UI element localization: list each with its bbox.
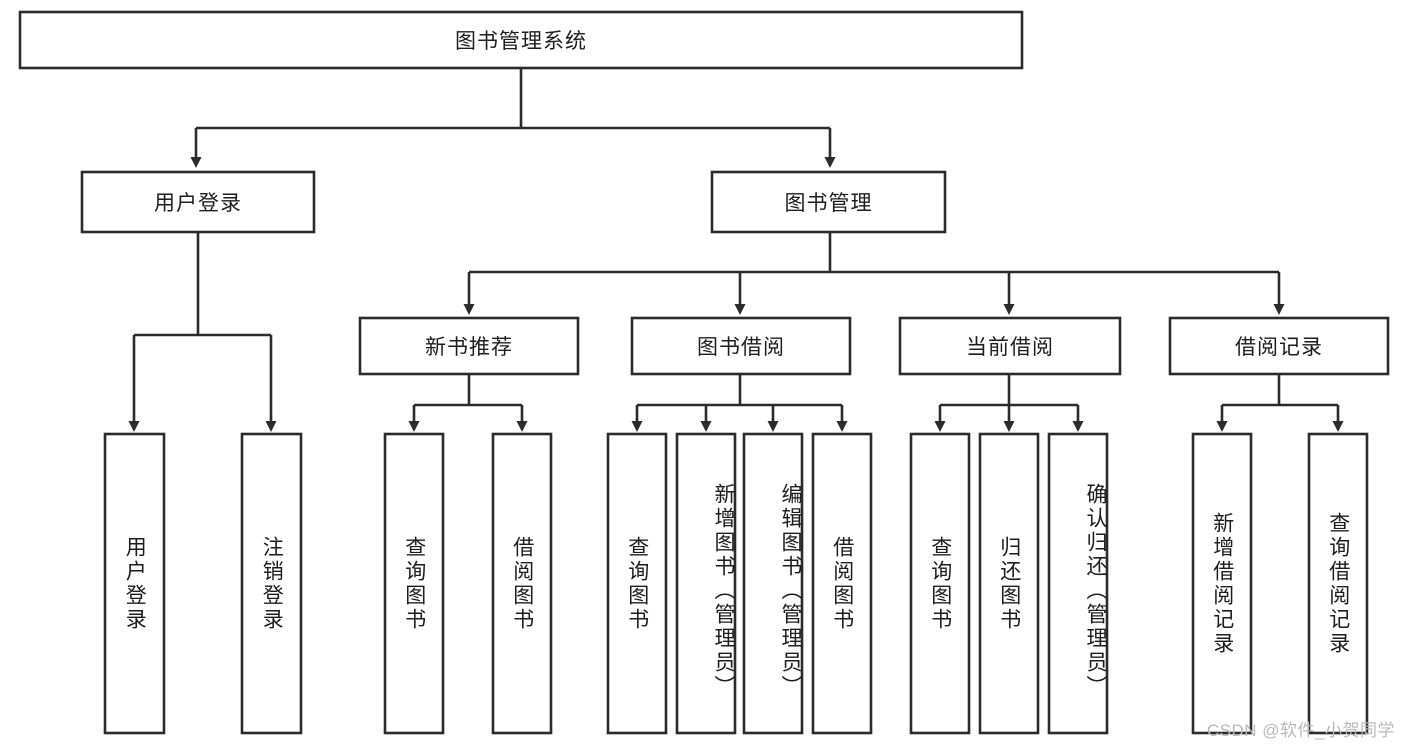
leaf-box-current-borrow-2[interactable] <box>1047 432 1109 735</box>
leaf-box-new-book-1[interactable] <box>491 432 553 735</box>
node-box-book-manage[interactable] <box>710 170 947 234</box>
leaf-box-borrow-record-0[interactable] <box>1191 432 1253 735</box>
node-box-new-book-recommend[interactable] <box>358 316 580 376</box>
csdn-watermark: CSDN @软件_小贺同学 <box>1206 721 1395 740</box>
node-box-root[interactable] <box>18 10 1024 70</box>
node-box-book-borrow[interactable] <box>630 316 852 376</box>
node-box-borrow-record[interactable] <box>1168 316 1390 376</box>
leaf-box-new-book-0[interactable] <box>383 432 445 735</box>
leaf-box-book-borrow-3[interactable] <box>811 432 873 735</box>
node-box-user-login[interactable] <box>80 170 316 234</box>
leaf-box-book-borrow-1[interactable] <box>675 432 737 735</box>
leaf-box-book-borrow-2[interactable] <box>742 432 804 735</box>
leaf-box-borrow-record-1[interactable] <box>1307 432 1369 735</box>
leaf-box-current-borrow-0[interactable] <box>909 432 971 735</box>
leaf-box-current-borrow-1[interactable] <box>978 432 1040 735</box>
node-box-current-borrow[interactable] <box>898 316 1122 376</box>
leaf-box-user-login-0[interactable] <box>103 432 166 735</box>
leaf-box-user-login-1[interactable] <box>240 432 303 735</box>
leaf-box-book-borrow-0[interactable] <box>606 432 668 735</box>
